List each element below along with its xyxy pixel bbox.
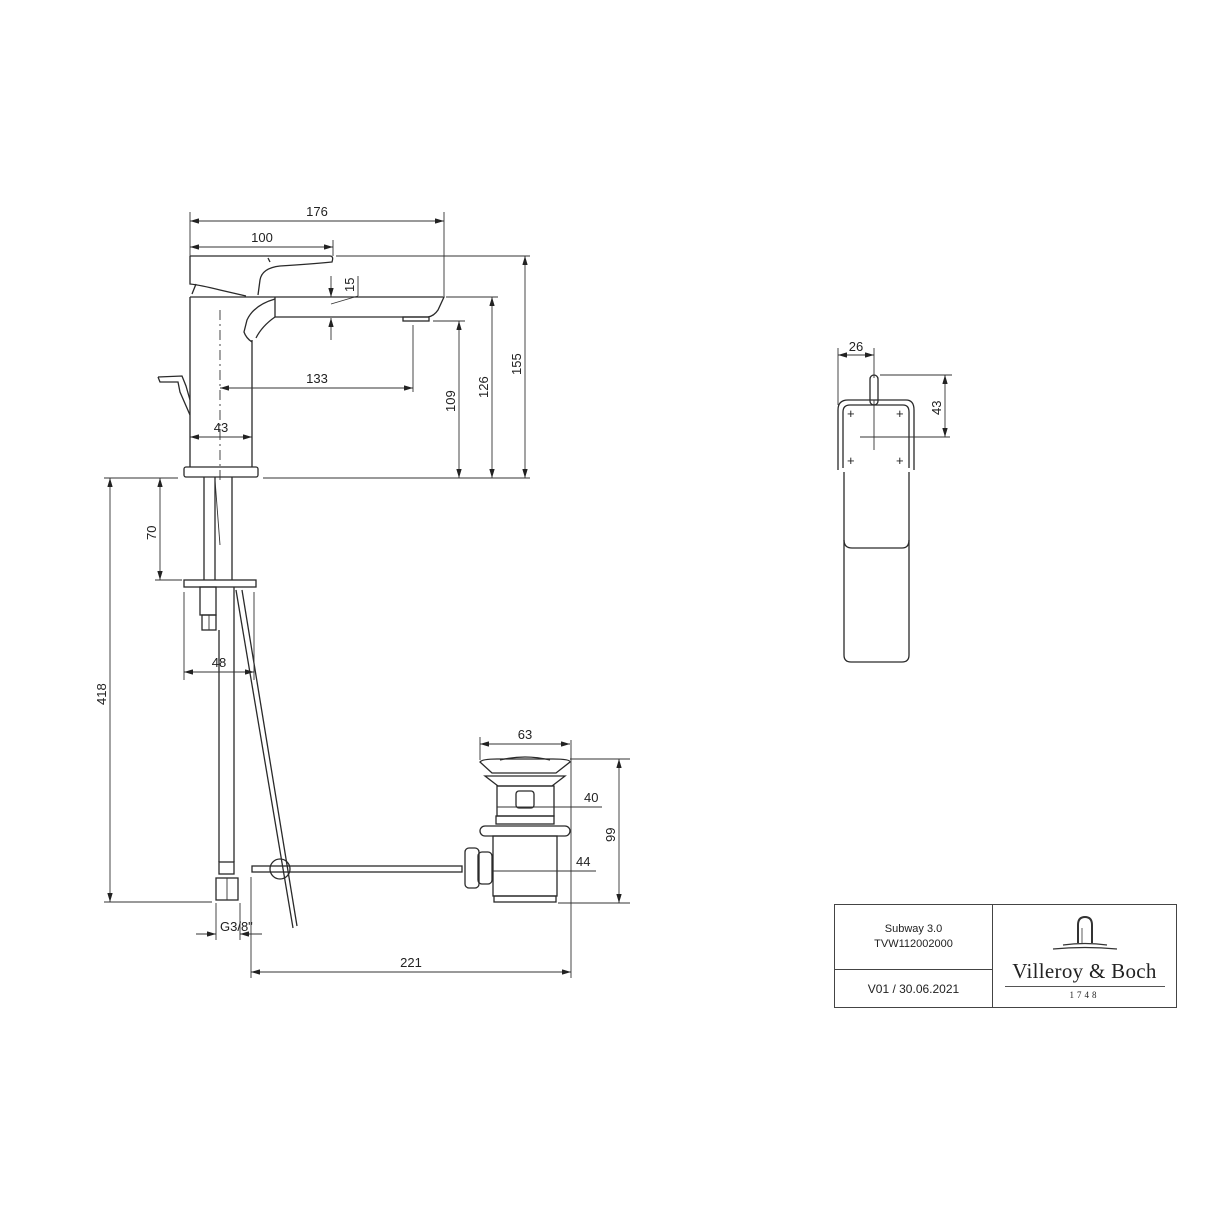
svg-text:15: 15: [342, 278, 357, 292]
svg-text:109: 109: [443, 390, 458, 412]
dimension-lever-offset: 26: [837, 339, 875, 405]
dimension-lever-to-center: 43: [880, 374, 952, 437]
arch-fountain-logo-icon: [1052, 915, 1118, 950]
svg-text:126: 126: [476, 376, 491, 398]
dimension-plug-diameter: 63: [479, 727, 570, 760]
svg-text:43: 43: [214, 420, 228, 435]
svg-text:99: 99: [603, 828, 618, 842]
dimension-rod-length: 221: [250, 740, 572, 978]
brand-year: 1748: [1069, 990, 1100, 1000]
svg-text:133: 133: [306, 371, 328, 386]
dimension-body-width: 43: [190, 420, 252, 440]
svg-text:418: 418: [94, 683, 109, 705]
title-block-info: Subway 3.0 TVW112002000 V01 / 30.06.2021: [835, 905, 993, 1007]
svg-text:G3/8": G3/8": [220, 919, 253, 934]
brand-underline: [1005, 986, 1165, 987]
svg-text:43: 43: [929, 401, 944, 415]
faucet-side-view: [157, 255, 446, 480]
svg-text:+: +: [847, 406, 855, 421]
svg-text:70: 70: [144, 526, 159, 540]
svg-text:40: 40: [584, 790, 598, 805]
svg-text:176: 176: [306, 204, 328, 219]
svg-text:26: 26: [849, 339, 863, 354]
faucet-top-view: + + + +: [837, 374, 950, 663]
dimension-fixing-width: 48: [183, 592, 255, 680]
dimension-heights: 109 126 155: [263, 255, 530, 479]
svg-text:44: 44: [576, 854, 590, 869]
svg-text:+: +: [896, 406, 904, 421]
dimension-hose-length: 418: [94, 478, 212, 903]
svg-text:+: +: [847, 453, 855, 468]
dimension-inner-diameter: 40: [497, 790, 602, 808]
dimension-lever-length: 100: [190, 230, 334, 256]
dimension-waste-height: 99: [558, 758, 630, 904]
dimension-hose-connection: G3/8": [196, 903, 262, 940]
svg-text:48: 48: [212, 655, 226, 670]
brand-name: Villeroy & Boch: [1012, 959, 1157, 983]
title-block: Subway 3.0 TVW112002000 V01 / 30.06.2021…: [834, 904, 1177, 1008]
svg-text:155: 155: [509, 353, 524, 375]
dimension-spout-thickness: 15: [328, 276, 359, 340]
faucet-under-counter: [183, 477, 463, 929]
svg-text:63: 63: [518, 727, 532, 742]
svg-text:100: 100: [251, 230, 273, 245]
article-number: TVW112002000: [874, 938, 953, 950]
svg-text:+: +: [896, 453, 904, 468]
dimension-body-diameter: 44: [493, 854, 596, 872]
brand-block: Villeroy & Boch 1748: [993, 905, 1176, 1007]
dimension-overall-length: 176: [189, 204, 445, 296]
dimension-mounting-depth: 70: [104, 477, 182, 581]
dimension-spout-reach: 133: [220, 325, 414, 392]
product-info: Subway 3.0 TVW112002000: [835, 905, 992, 970]
waste-valve-view: [464, 756, 571, 903]
product-name: Subway 3.0: [884, 923, 943, 935]
version-date: V01 / 30.06.2021: [867, 981, 960, 996]
svg-text:221: 221: [400, 955, 422, 970]
